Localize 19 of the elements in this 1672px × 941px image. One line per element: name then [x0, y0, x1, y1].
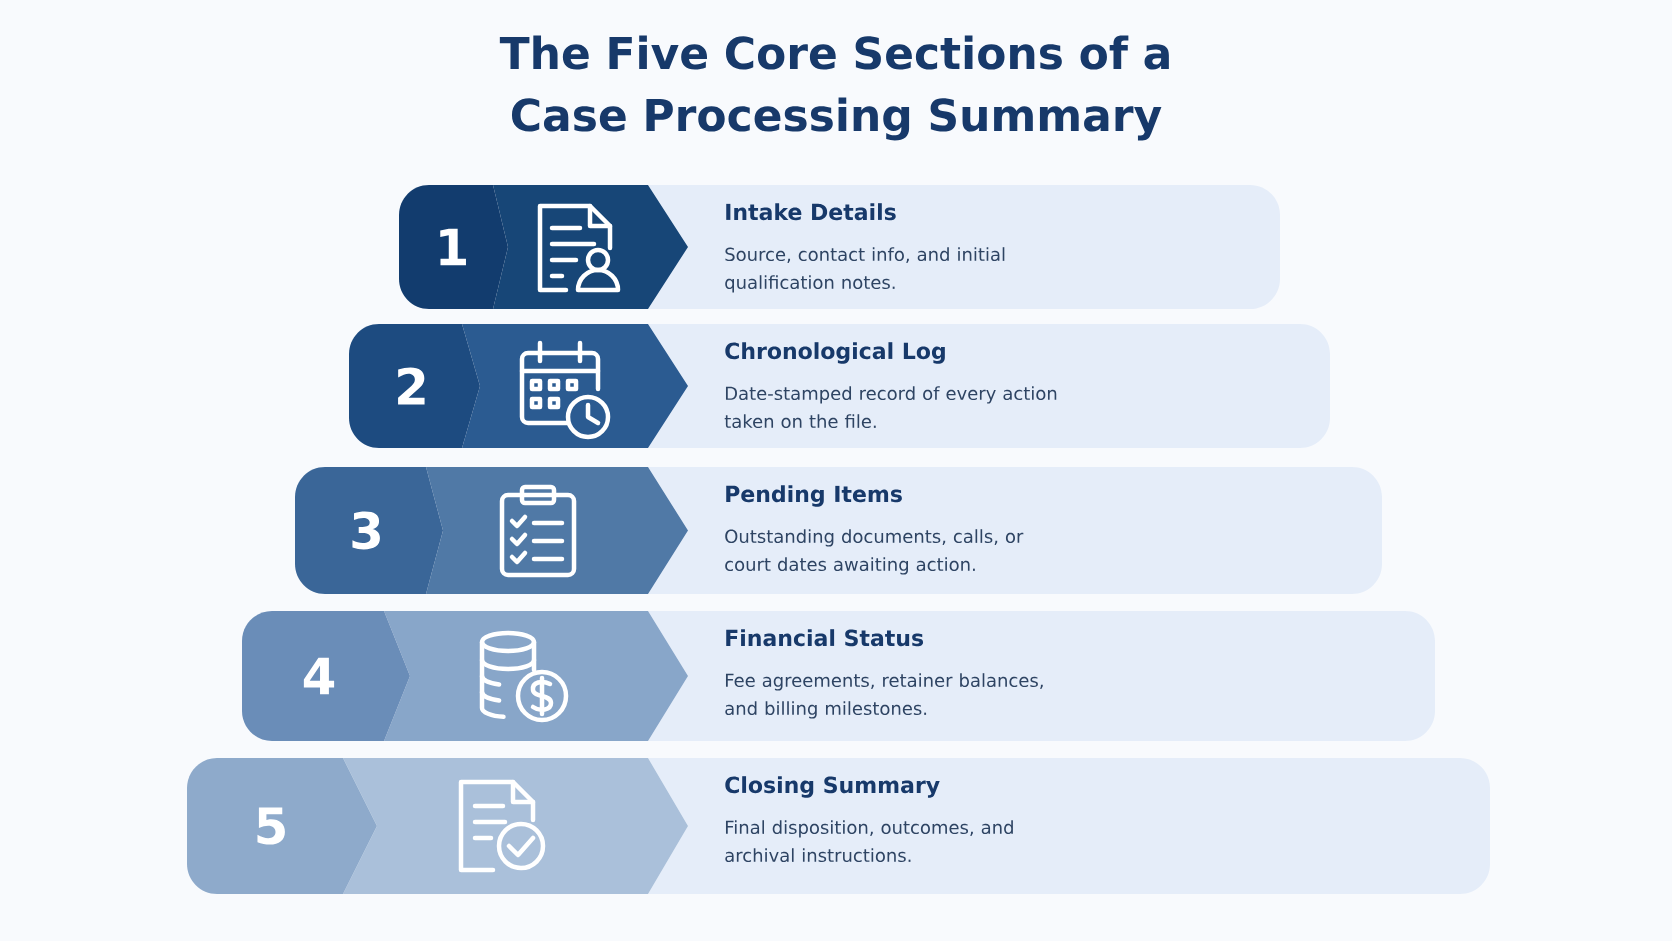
section-heading: Closing Summary — [725, 776, 940, 798]
section-band — [648, 758, 1490, 894]
number-badge: 4 — [242, 611, 410, 741]
section-heading: Financial Status — [726, 629, 924, 647]
section-description: Source, contact info, and initial qualification notes. — [725, 247, 1005, 293]
section-description: Final disposition, outcomes, and archival instructions. — [725, 820, 1013, 863]
section-band — [648, 324, 1330, 448]
section-heading: Intake Details — [726, 203, 896, 221]
section-band — [648, 467, 1382, 594]
title: The Five Core Sections of a Case Processing Summary — [499, 35, 1169, 141]
section-band — [648, 185, 1280, 309]
number-badge: 5 — [187, 758, 377, 894]
section-band — [648, 611, 1435, 741]
section-description: Date-stamped record of every action taken on the file. — [724, 386, 1057, 429]
section-description: Outstanding documents, calls, or court dates awaiting action. — [725, 529, 1024, 575]
section-description: Fee agreements, retainer balances, and billing milestones. — [725, 673, 1043, 719]
number-badge: 3 — [295, 467, 443, 594]
section-heading: Chronological Log — [725, 342, 945, 364]
section-heading: Pending Items — [726, 485, 902, 507]
